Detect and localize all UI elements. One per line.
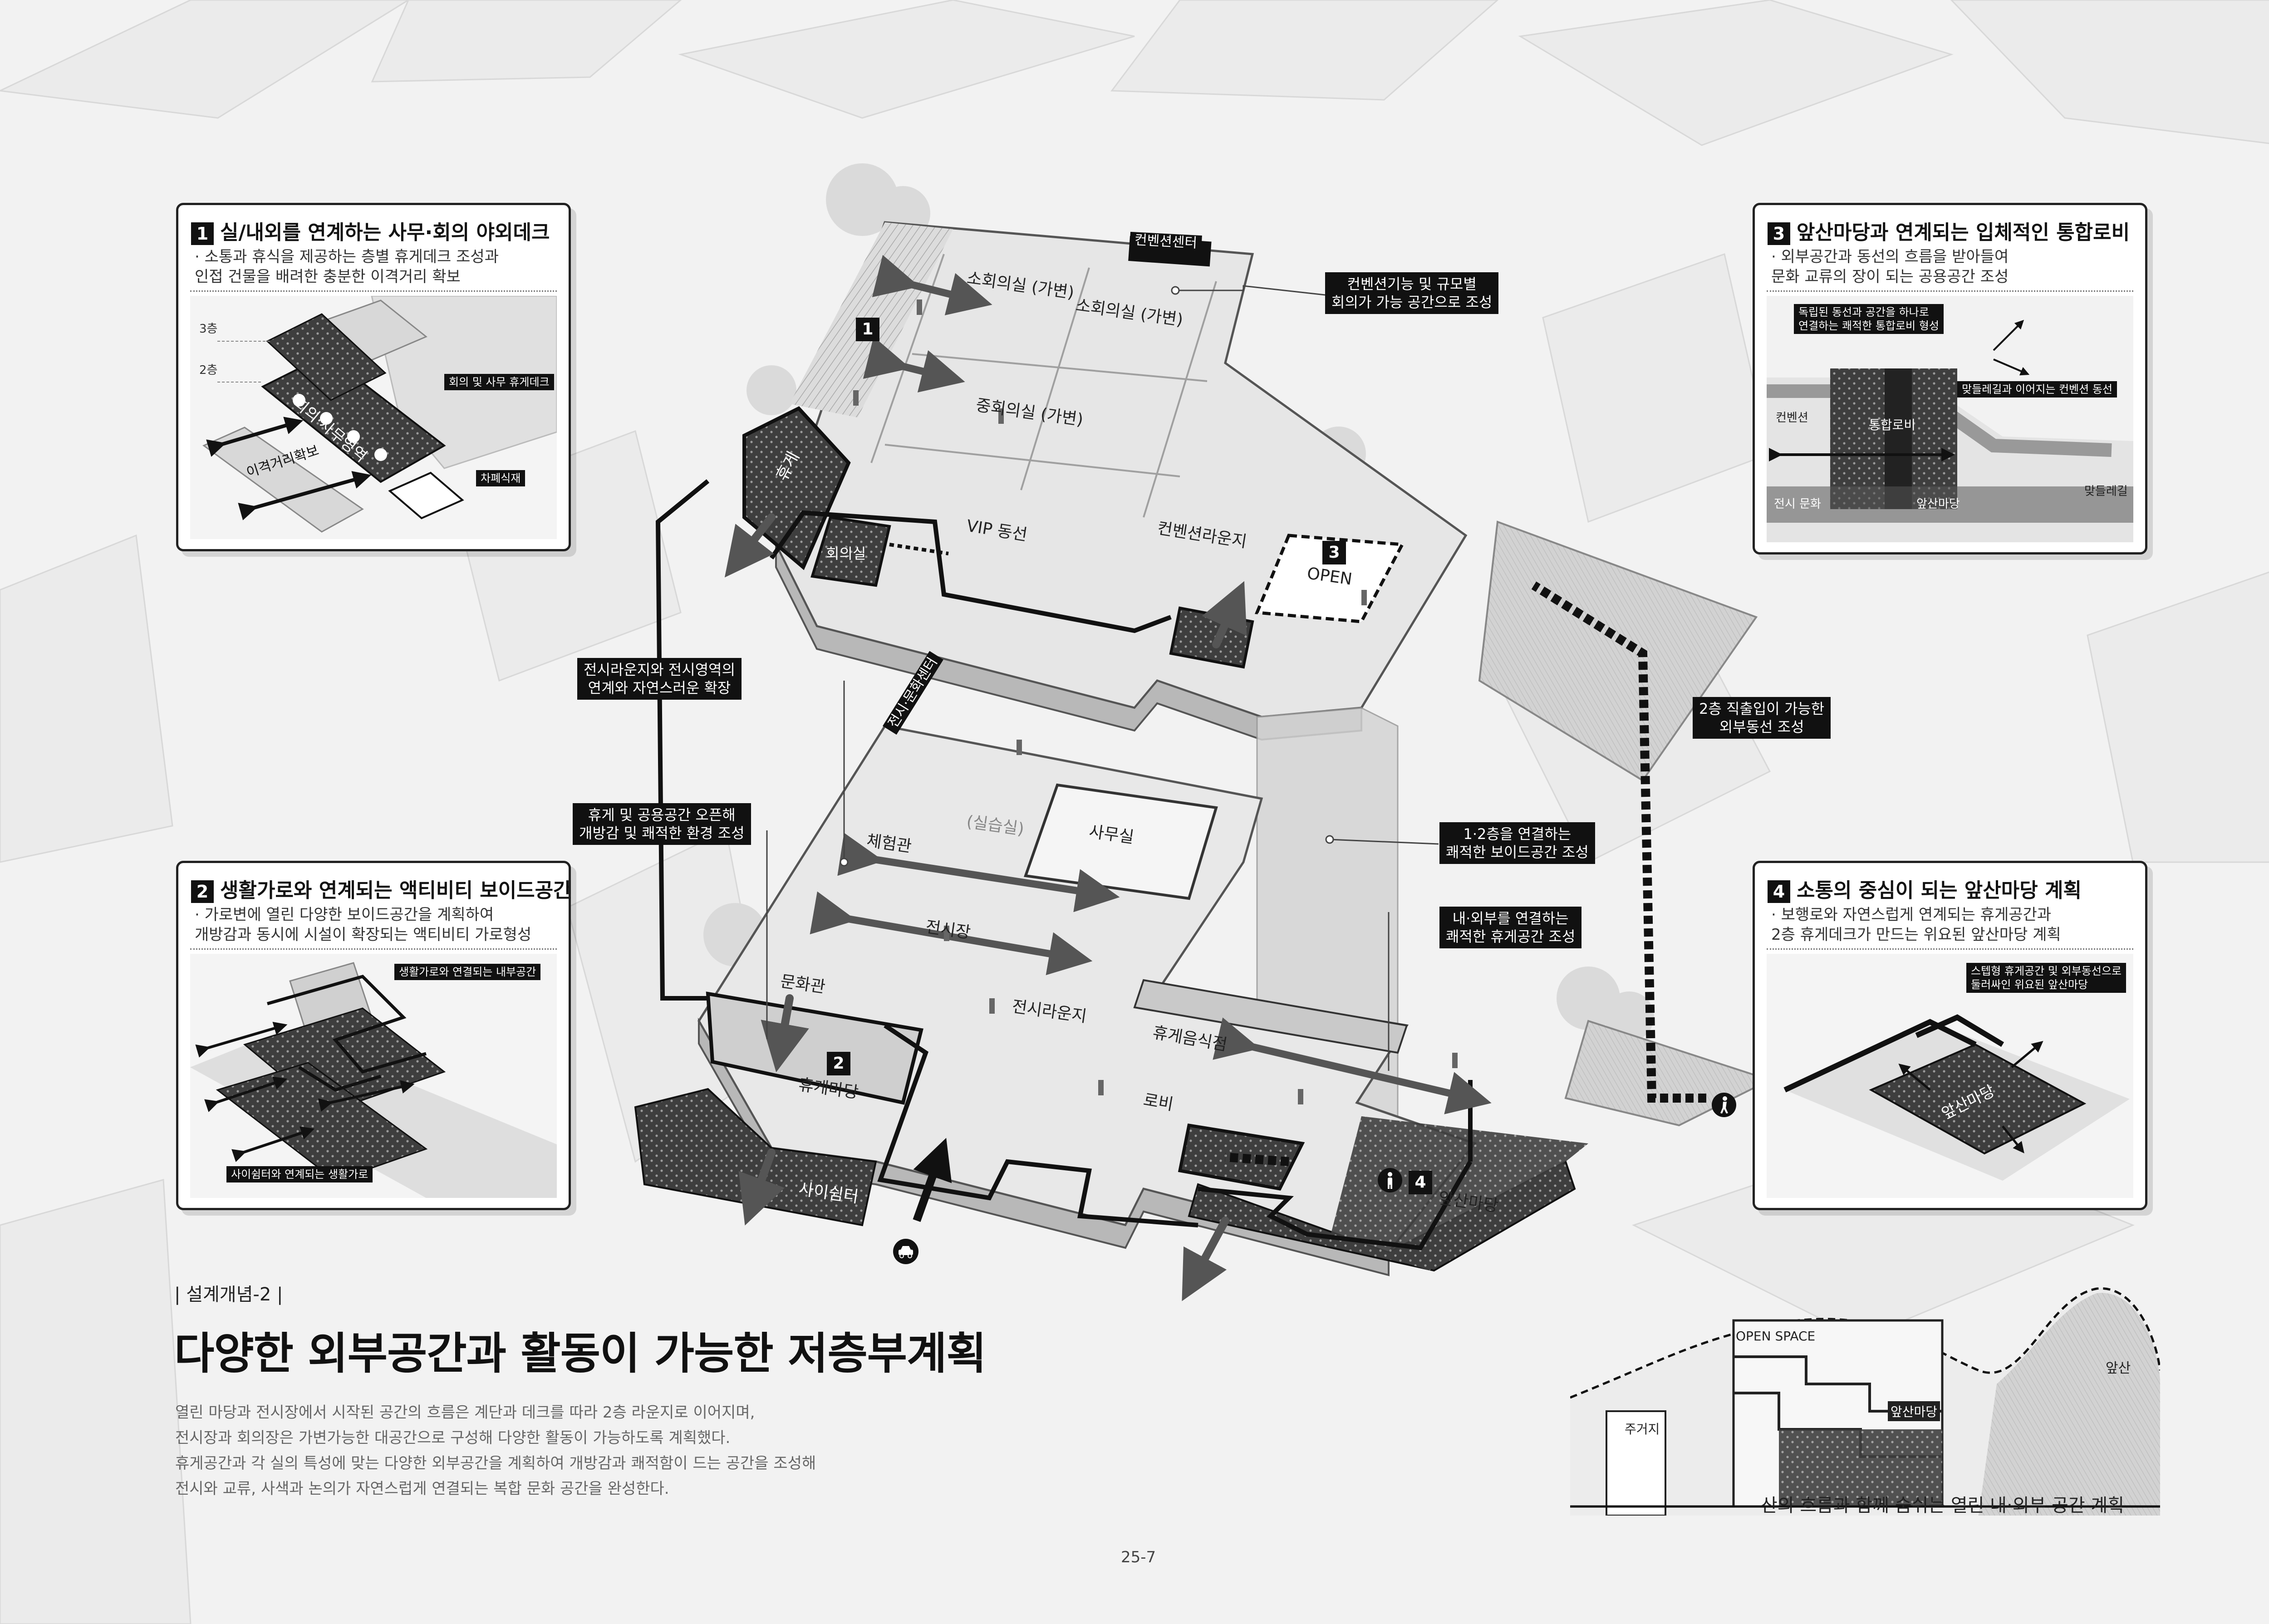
panel-3-title: 3 앞산마당과 연계되는 입체적인 통합로비 xyxy=(1768,216,2130,245)
section-open-space: OPEN SPACE xyxy=(1736,1329,1816,1344)
panel-1-title: 1 실/내외를 연계하는 사무·회의 야외데크 xyxy=(191,216,550,245)
panel-3-lobby: 통합로비 xyxy=(1869,417,1916,432)
panel-4-tag: 스텝형 휴게공간 및 외부동선으로 둘러싸인 위요된 앞산마당 xyxy=(1966,963,2127,993)
panel-1-desc: · 소통과 휴식을 제공하는 층별 휴게데크 조성과 인접 건물을 배려한 충분… xyxy=(195,248,499,286)
section-caption: 산의 흐름과 함께 숨쉬는 열린 내·외부 공간 계획 xyxy=(1761,1495,2124,1516)
panel-4-number: 4 xyxy=(1768,880,1790,903)
panel-3-number: 3 xyxy=(1768,222,1790,245)
panel-1-screen-tag: 차폐식재 xyxy=(476,470,526,486)
label-meeting-room: 회의실 xyxy=(826,545,866,562)
concept-tag: | 설계개념-2 | xyxy=(174,1284,283,1305)
panel-1-divider xyxy=(190,290,557,292)
panel-2: 2 생활가로와 연계되는 액티비티 보이드공간 · 가로변에 열린 다양한 보이드… xyxy=(176,861,571,1210)
panel-4-figure: 스텝형 휴게공간 및 외부동선으로 둘러싸인 위요된 앞산마당 앞산마당 xyxy=(1767,954,2133,1198)
callout-rest-open: 휴게 및 공용공간 오픈해 개방감 및 쾌적한 환경 조성 xyxy=(573,803,751,845)
panel-1-deck-tag: 회의 및 사무 휴게데크 xyxy=(444,374,554,390)
panel-1-title-text: 실/내외를 연계하는 사무·회의 야외데크 xyxy=(220,221,550,244)
panel-1-floor3: 3층 xyxy=(199,322,218,336)
callout-exhibit-lounge: 전시라운지와 전시영역의 연계와 자연스러운 확장 xyxy=(577,658,742,700)
label-lobby: 로비 xyxy=(1142,1090,1175,1114)
panel-2-figure: 생활가로와 연결되는 내부공간 사이쉼터와 연계되는 생활가로 xyxy=(190,954,557,1198)
panel-2-number: 2 xyxy=(191,880,214,903)
panel-3-route-tag: 맞들레길과 이어지는 컨벤션 동선 xyxy=(1957,381,2117,397)
callout-rest-space: 내·외부를 연결하는 쾌적한 휴게공간 조성 xyxy=(1439,907,1582,948)
pedestrian-icon xyxy=(1712,1093,1736,1117)
panel-3: 3 앞산마당과 연계되는 입체적인 통합로비 · 외부공간과 동선의 흐름을 받아… xyxy=(1753,203,2147,554)
badge-4: 4 xyxy=(1409,1171,1432,1194)
panel-4: 4 소통의 중심이 되는 앞산마당 계획 · 보행로와 자연스럽게 연계되는 휴게… xyxy=(1753,861,2147,1210)
panel-2-illustration xyxy=(190,954,557,1198)
panel-2-inner-tag: 생활가로와 연결되는 내부공간 xyxy=(394,964,541,980)
panel-4-divider xyxy=(1767,948,2133,950)
panel-3-exhibit: 전시 문화 xyxy=(1774,497,1821,511)
panel-2-title: 2 생활가로와 연계되는 액티비티 보이드공간 xyxy=(191,874,571,903)
panel-1-figure: 3층 2층 회의·사무영역 이격거리확보 회의 및 사무 휴게데크 차폐식재 xyxy=(190,295,558,539)
badge-1: 1 xyxy=(856,318,879,341)
panel-4-title: 4 소통의 중심이 되는 앞산마당 계획 xyxy=(1768,874,2082,903)
panel-3-lobby-tag: 독립된 동선과 공간을 하나로 연결하는 쾌적한 통합로비 형성 xyxy=(1794,304,1944,334)
panel-3-front-yard: 앞산마당 xyxy=(1916,497,1960,511)
panel-3-title-text: 앞산마당과 연계되는 입체적인 통합로비 xyxy=(1797,221,2130,244)
panel-3-illustration xyxy=(1767,296,2133,542)
panel-3-figure: 독립된 동선과 공간을 하나로 연결하는 쾌적한 통합로비 형성 맞들레길과 이… xyxy=(1767,296,2133,542)
page-number: 25-7 xyxy=(1121,1548,1156,1566)
panel-4-title-text: 소통의 중심이 되는 앞산마당 계획 xyxy=(1797,879,2082,902)
section-diagram xyxy=(1570,1287,2160,1516)
panel-2-street-tag: 사이쉼터와 연계되는 생활가로 xyxy=(226,1166,373,1182)
section-residential: 주거지 xyxy=(1625,1422,1660,1437)
pedestrian-icon xyxy=(1378,1168,1402,1192)
panel-2-title-text: 생활가로와 연계되는 액티비티 보이드공간 xyxy=(220,879,571,902)
panel-1-floor2: 2층 xyxy=(199,363,218,377)
panel-2-divider xyxy=(190,948,557,950)
car-icon xyxy=(893,1239,918,1264)
callout-void: 1·2층을 연결하는 쾌적한 보이드공간 조성 xyxy=(1439,822,1595,864)
callout-direct-access: 2층 직출입이 가능한 외부동선 조성 xyxy=(1693,697,1831,739)
section-mountain: 앞산 xyxy=(2106,1360,2131,1376)
panel-1: 1 실/내외를 연계하는 사무·회의 야외데크 · 소통과 휴식을 제공하는 층별… xyxy=(176,203,571,551)
panel-1-illustration xyxy=(190,295,558,539)
page-title: 다양한 외부공간과 활동이 가능한 저층부계획 xyxy=(174,1328,987,1379)
badge-3: 3 xyxy=(1322,541,1346,564)
section-front-yard: 앞산마당 xyxy=(1888,1401,1940,1421)
panel-4-desc: · 보행로와 자연스럽게 연계되는 휴게공간과 2층 휴게데크가 만드는 위요된… xyxy=(1771,906,2061,944)
callout-convention: 컨벤션기능 및 규모별 회의가 가능 공간으로 조성 xyxy=(1325,272,1499,314)
panel-3-desc: · 외부공간과 동선의 흐름을 받아들여 문화 교류의 장이 되는 공용공간 조… xyxy=(1771,248,2009,286)
badge-2: 2 xyxy=(827,1052,850,1075)
panel-3-divider xyxy=(1767,290,2133,292)
panel-2-desc: · 가로변에 열린 다양한 보이드공간을 계획하여 개방감과 동시에 시설이 확… xyxy=(195,906,532,944)
body-text: 열린 마당과 전시장에서 시작된 공간의 흐름은 계단과 데크를 따라 2층 라… xyxy=(175,1403,816,1498)
panel-3-convention: 컨벤션 xyxy=(1776,411,1808,425)
panel-3-path: 맞들레길 xyxy=(2084,485,2128,498)
panel-4-illustration xyxy=(1767,954,2133,1198)
panel-1-number: 1 xyxy=(191,222,214,245)
